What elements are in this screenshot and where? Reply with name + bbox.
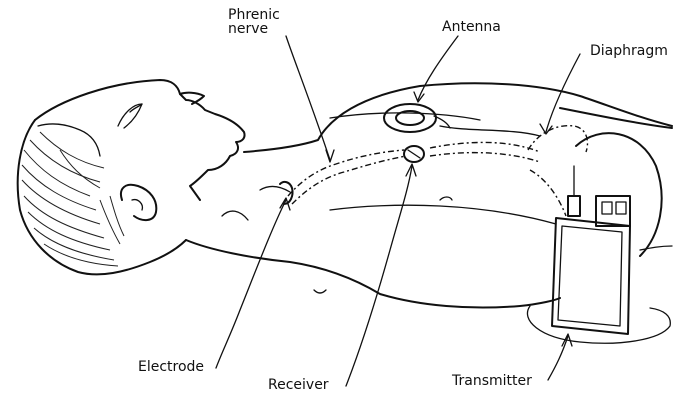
patient-head	[18, 80, 245, 274]
label-phrenic-line2: nerve	[228, 22, 268, 37]
label-diaphragm: Diaphragm	[590, 44, 668, 59]
transmitter-device	[527, 133, 670, 343]
leader-lines	[216, 36, 580, 386]
hair-strokes	[22, 132, 124, 266]
label-transmitter: Transmitter	[452, 374, 532, 389]
label-receiver: Receiver	[268, 378, 329, 393]
label-antenna: Antenna	[442, 20, 501, 35]
label-electrode: Electrode	[138, 360, 204, 375]
antenna-device	[384, 104, 450, 132]
nerve-and-wires	[280, 126, 588, 216]
